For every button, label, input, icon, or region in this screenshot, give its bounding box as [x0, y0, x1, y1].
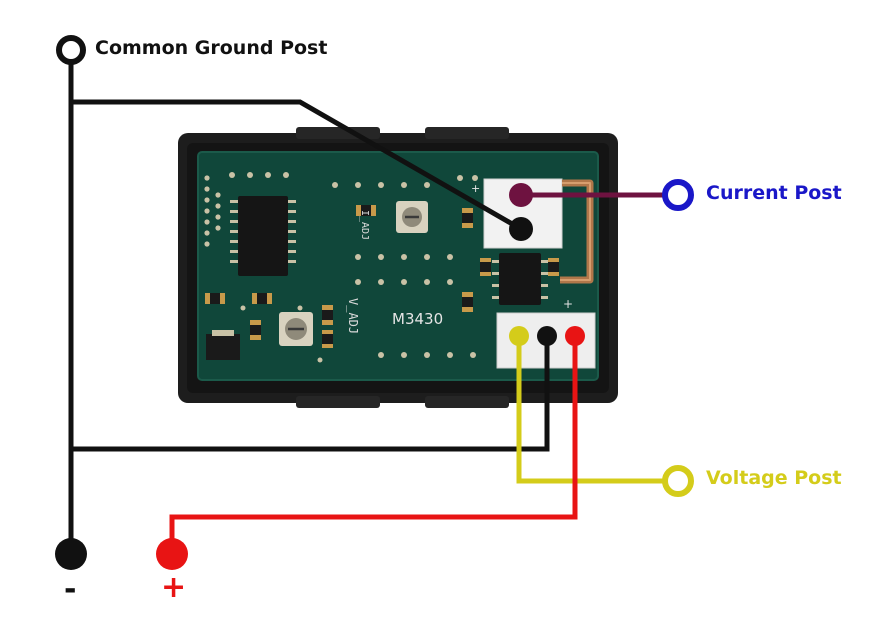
ground-wire-to-current-terminal: [71, 99, 523, 232]
voltage-post: [662, 465, 694, 497]
current-terminal-ground-dot: [509, 217, 533, 241]
negative-terminal-dot: [55, 538, 87, 570]
smd-components: [205, 205, 559, 360]
connector-black-pin: [537, 326, 557, 346]
vias: [229, 172, 478, 363]
board-label-v-adj: V_ADJ: [346, 298, 360, 334]
voltage-post-label: Voltage Post: [706, 467, 842, 489]
connector-red-pin: [565, 326, 585, 346]
negative-terminal-label: -: [64, 572, 77, 607]
ic-chip-main: [238, 196, 288, 276]
ic-regulator-legs: [492, 260, 548, 299]
ic-chip-legs: [230, 200, 296, 263]
board-plus-mark-bottom: +: [563, 297, 573, 311]
current-post-label: Current Post: [706, 182, 842, 204]
header-pins: [204, 175, 221, 247]
common-ground-post-label: Common Ground Post: [95, 37, 328, 59]
case-bottom-tab: [425, 396, 509, 408]
common-ground-post: [56, 35, 86, 65]
positive-terminal-dot: [156, 538, 188, 570]
current-terminal-plus-dot: [509, 183, 533, 207]
trimpot-bottom: [279, 312, 313, 346]
voltage-wire: [516, 336, 678, 484]
positive-wire: [169, 336, 578, 554]
ground-wire-to-connector: [71, 336, 550, 452]
pcb-highlight: [197, 151, 599, 381]
meter-module: I_ADJ V_ADJ M3430 + +: [178, 127, 618, 408]
case-bottom-tab: [296, 396, 380, 408]
board-plus-mark-top: +: [471, 182, 480, 195]
wires: [68, 50, 678, 554]
case-top-tab: [425, 127, 509, 139]
case-top-tab: [296, 127, 380, 139]
board-label-i-adj: I_ADJ: [359, 210, 370, 240]
trimpot-top: [396, 201, 428, 233]
current-post: [662, 179, 694, 211]
connector-yellow-pin: [509, 326, 529, 346]
positive-terminal-label: +: [161, 570, 187, 605]
ic-chip-regulator: [499, 253, 541, 305]
board-model-marking: M3430: [392, 310, 443, 328]
